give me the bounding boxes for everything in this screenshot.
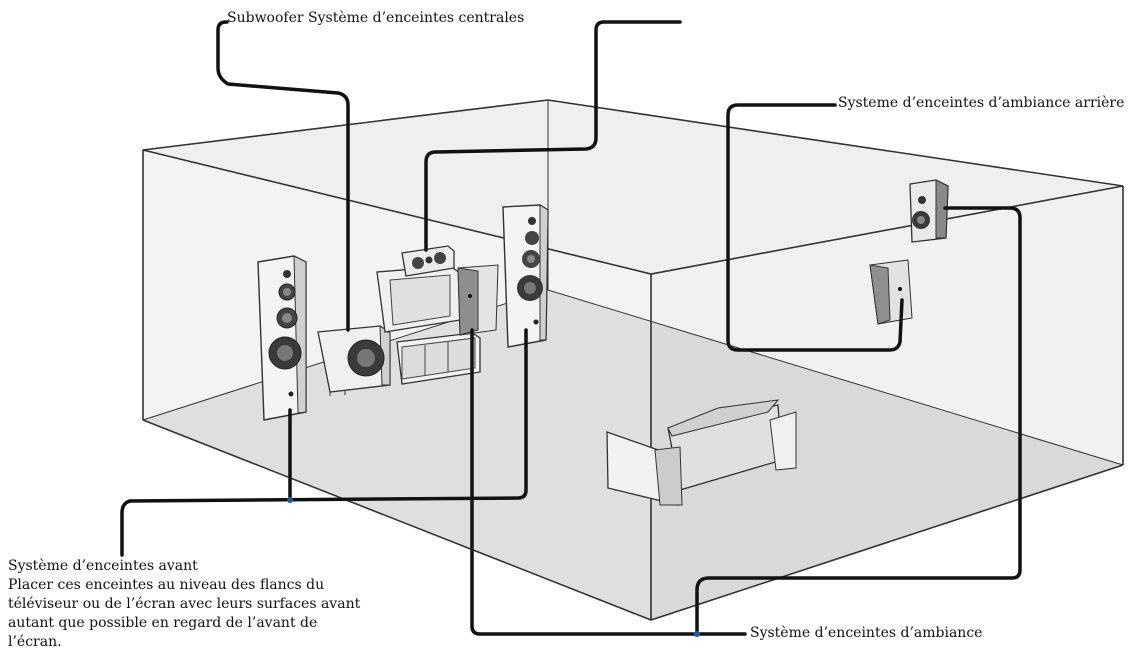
leader-front bbox=[120, 328, 528, 557]
front-left-speaker bbox=[257, 255, 307, 421]
leader-subwoofer bbox=[216, 20, 350, 332]
label-rear-surround: Systeme d’enceintes d’ambiance arrière bbox=[838, 95, 1125, 111]
center-speaker bbox=[401, 245, 455, 277]
front-small-speaker bbox=[457, 264, 499, 336]
leader-rear bbox=[726, 103, 904, 352]
label-subwoofer-center: Subwoofer Système d’enceintes centrales bbox=[227, 10, 525, 26]
leader-center bbox=[424, 20, 682, 252]
front-desc-line: Placer ces enceintes au niveau des flanc… bbox=[8, 577, 325, 593]
sofa bbox=[606, 399, 797, 506]
tv-cabinet bbox=[396, 332, 481, 385]
rear-surround-speaker bbox=[909, 179, 949, 243]
leader-lines bbox=[120, 20, 1022, 636]
subwoofer bbox=[317, 325, 391, 396]
room-right-wall bbox=[651, 186, 1123, 620]
front-title: Système d’enceintes avant bbox=[8, 558, 198, 574]
front-desc-line: téléviseur ou de l’écran avec leurs surf… bbox=[8, 596, 361, 612]
front-desc-line: l’écran. bbox=[8, 634, 62, 650]
label-surround: Système d’enceintes d’ambiance bbox=[750, 625, 983, 641]
side-surround-speaker bbox=[869, 259, 913, 325]
front-right-speaker bbox=[502, 204, 549, 348]
television bbox=[376, 265, 461, 333]
room-edges bbox=[142, 99, 1124, 621]
junction-dot bbox=[694, 631, 700, 637]
front-desc-line: autant que possible en regard de l’avant… bbox=[8, 615, 318, 631]
junction-dot bbox=[287, 497, 293, 503]
label-front-speakers: Système d’enceintes avant Placer ces enc… bbox=[8, 557, 368, 652]
leader-surround bbox=[470, 206, 1022, 636]
